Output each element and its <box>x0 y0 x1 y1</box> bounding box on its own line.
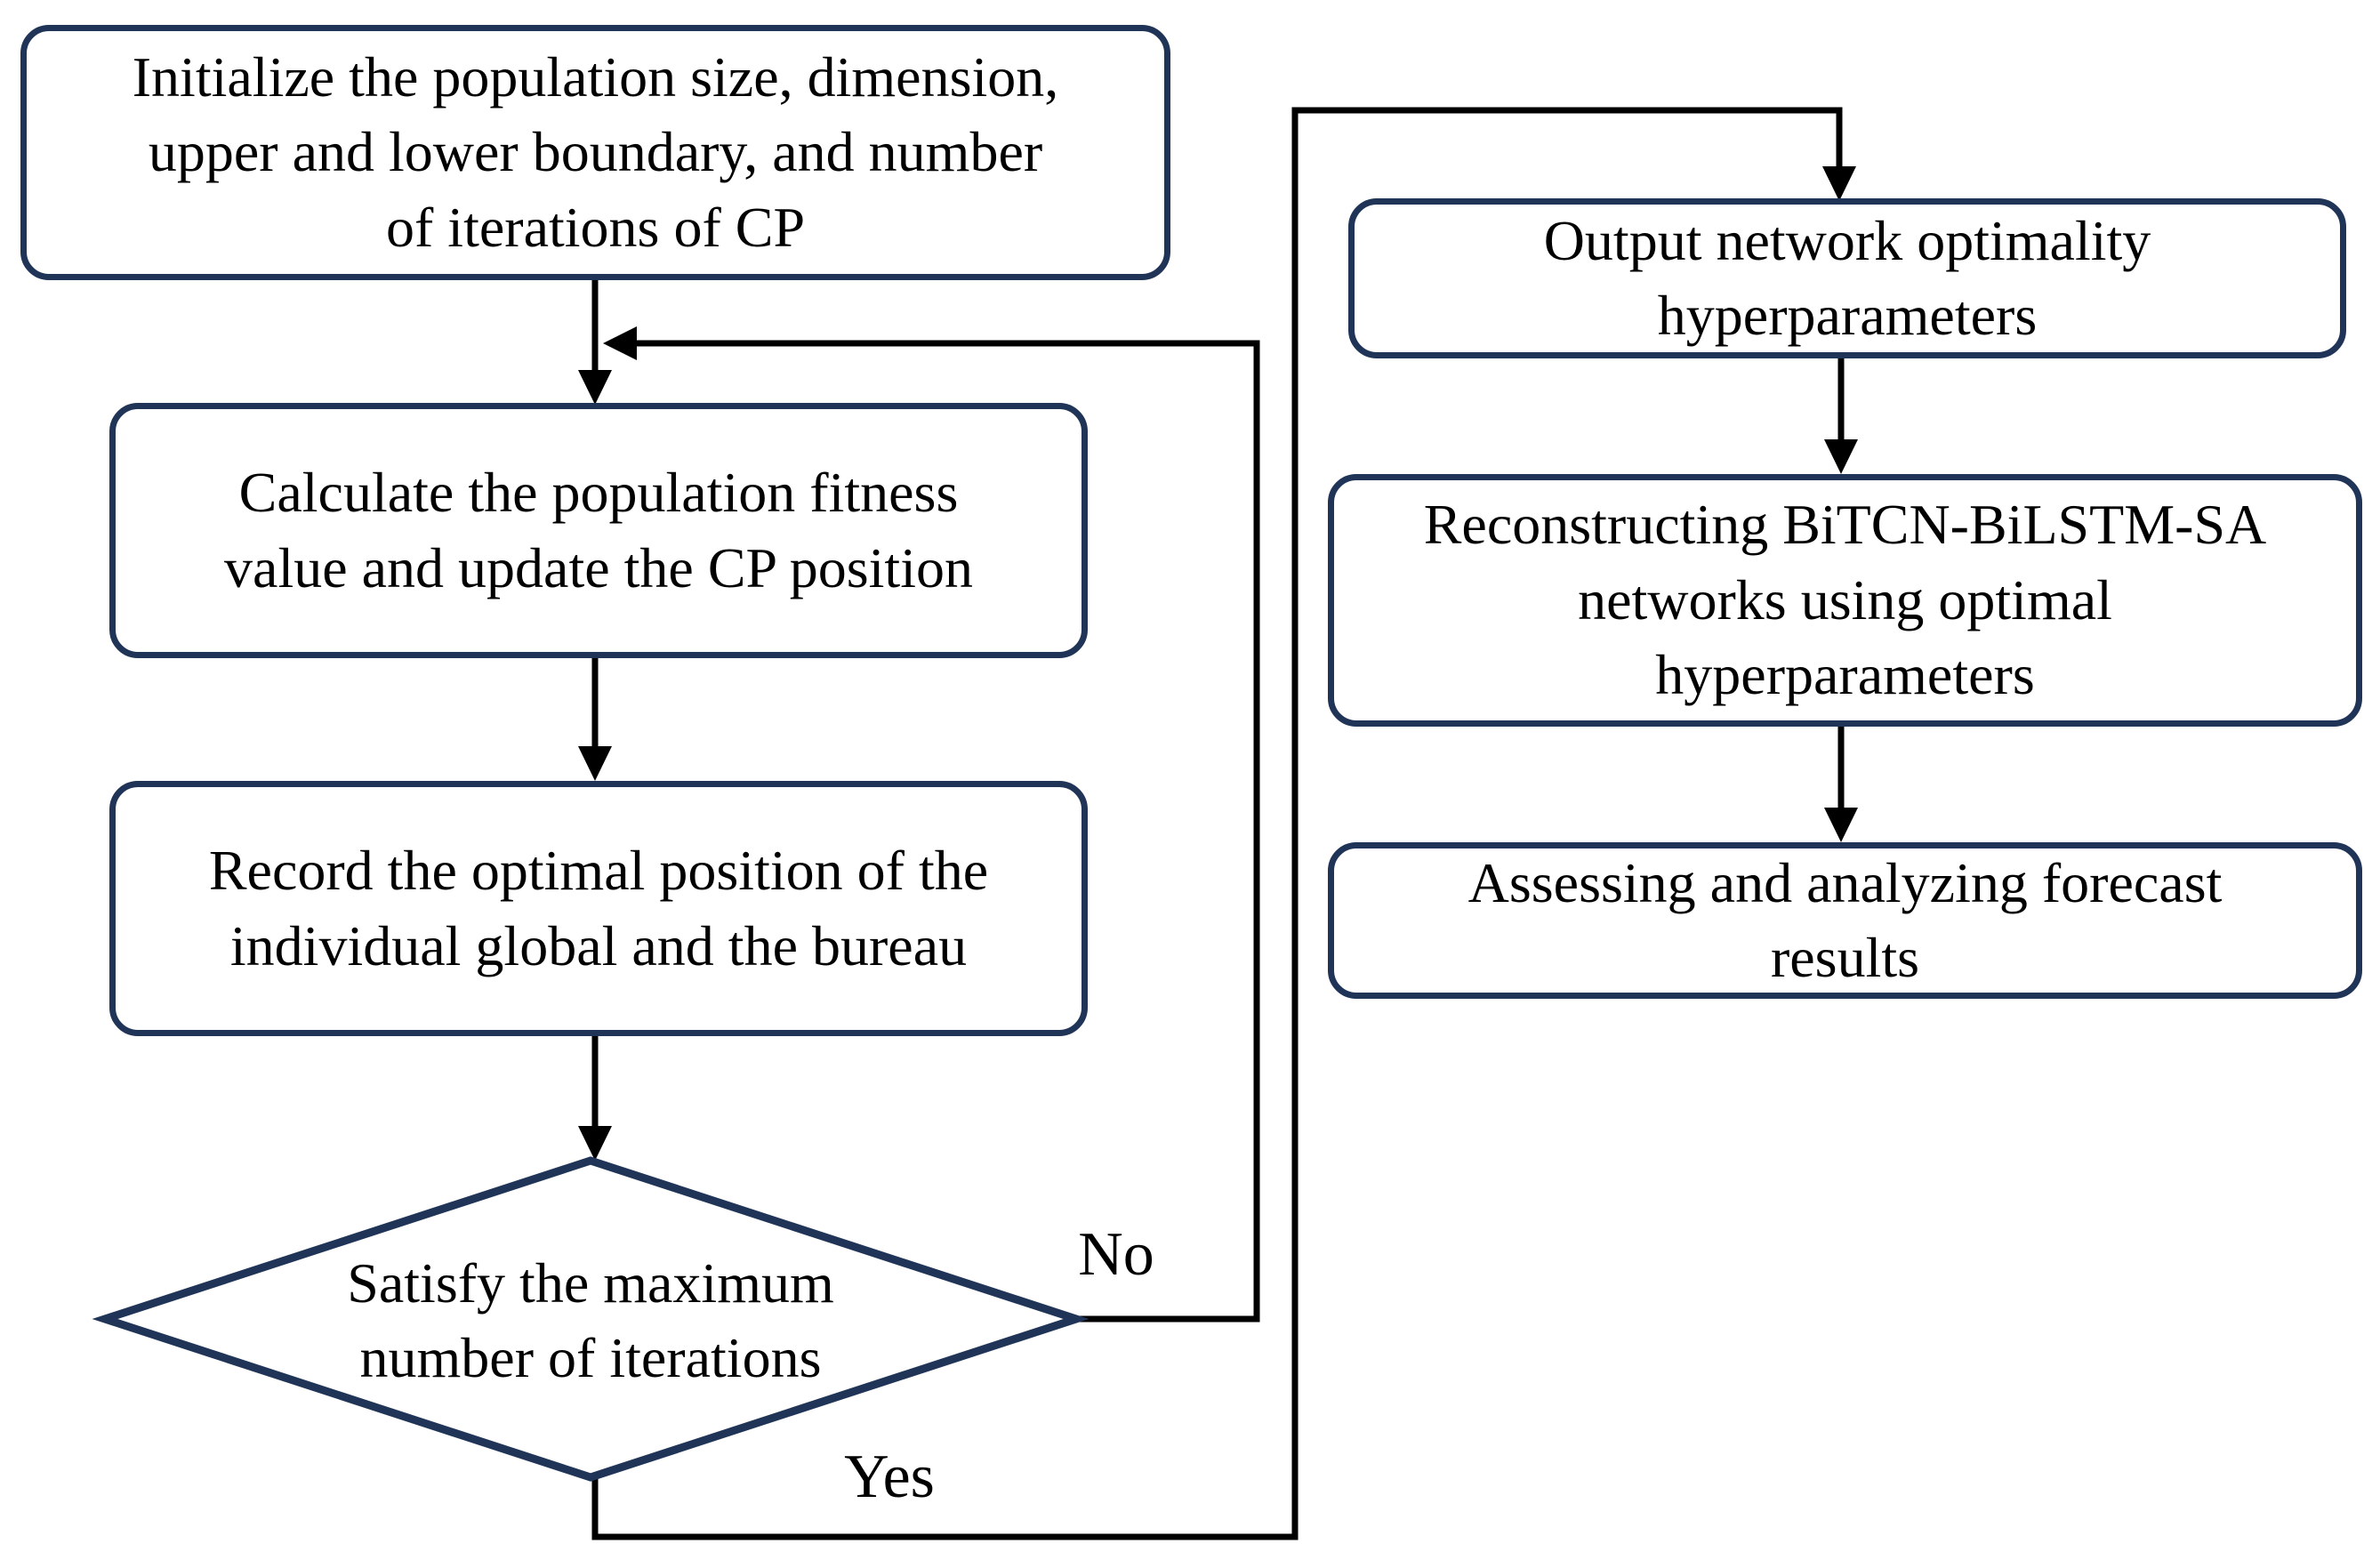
decision-diamond-shape <box>92 1156 1090 1482</box>
arrow-calculate-to-record-head <box>578 746 612 781</box>
edge-label-no: No <box>1078 1220 1154 1289</box>
node-output: Output network optimality hyperparameter… <box>1348 198 2346 358</box>
node-reconstruct: Reconstructing BiTCN-BiLSTM-SA networks … <box>1328 474 2362 727</box>
node-record: Record the optimal position of the indiv… <box>109 781 1088 1036</box>
node-calculate-label: Calculate the population fitness value a… <box>224 461 973 599</box>
edge-no-path <box>628 340 1260 1323</box>
node-decision: Satisfy the maximum number of iterations <box>324 1236 857 1405</box>
edge-yes-path <box>591 107 1843 1540</box>
node-initialize-label: Initialize the population size, dimensio… <box>132 44 1059 259</box>
node-initialize: Initialize the population size, dimensio… <box>20 25 1170 280</box>
arrow-reconstruct-to-assess-head <box>1824 808 1858 842</box>
node-output-label: Output network optimality hyperparameter… <box>1543 208 2151 347</box>
edge-label-yes: Yes <box>844 1443 935 1511</box>
node-calculate: Calculate the population fitness value a… <box>109 403 1088 658</box>
arrow-init-to-calculate-head <box>578 370 612 405</box>
edge-no-arrowhead <box>603 326 637 360</box>
arrow-output-to-reconstruct-head <box>1824 439 1858 474</box>
node-assess-label: Assessing and analyzing forecast results <box>1467 850 2223 989</box>
node-reconstruct-label: Reconstructing BiTCN-BiLSTM-SA networks … <box>1423 493 2267 707</box>
arrow-record-to-decision-head <box>578 1126 612 1161</box>
node-decision-label: Satisfy the maximum number of iterations <box>347 1250 834 1389</box>
node-record-label: Record the optimal position of the indiv… <box>208 839 989 977</box>
edge-yes-arrowhead <box>1822 166 1856 201</box>
node-assess: Assessing and analyzing forecast results <box>1328 842 2362 999</box>
